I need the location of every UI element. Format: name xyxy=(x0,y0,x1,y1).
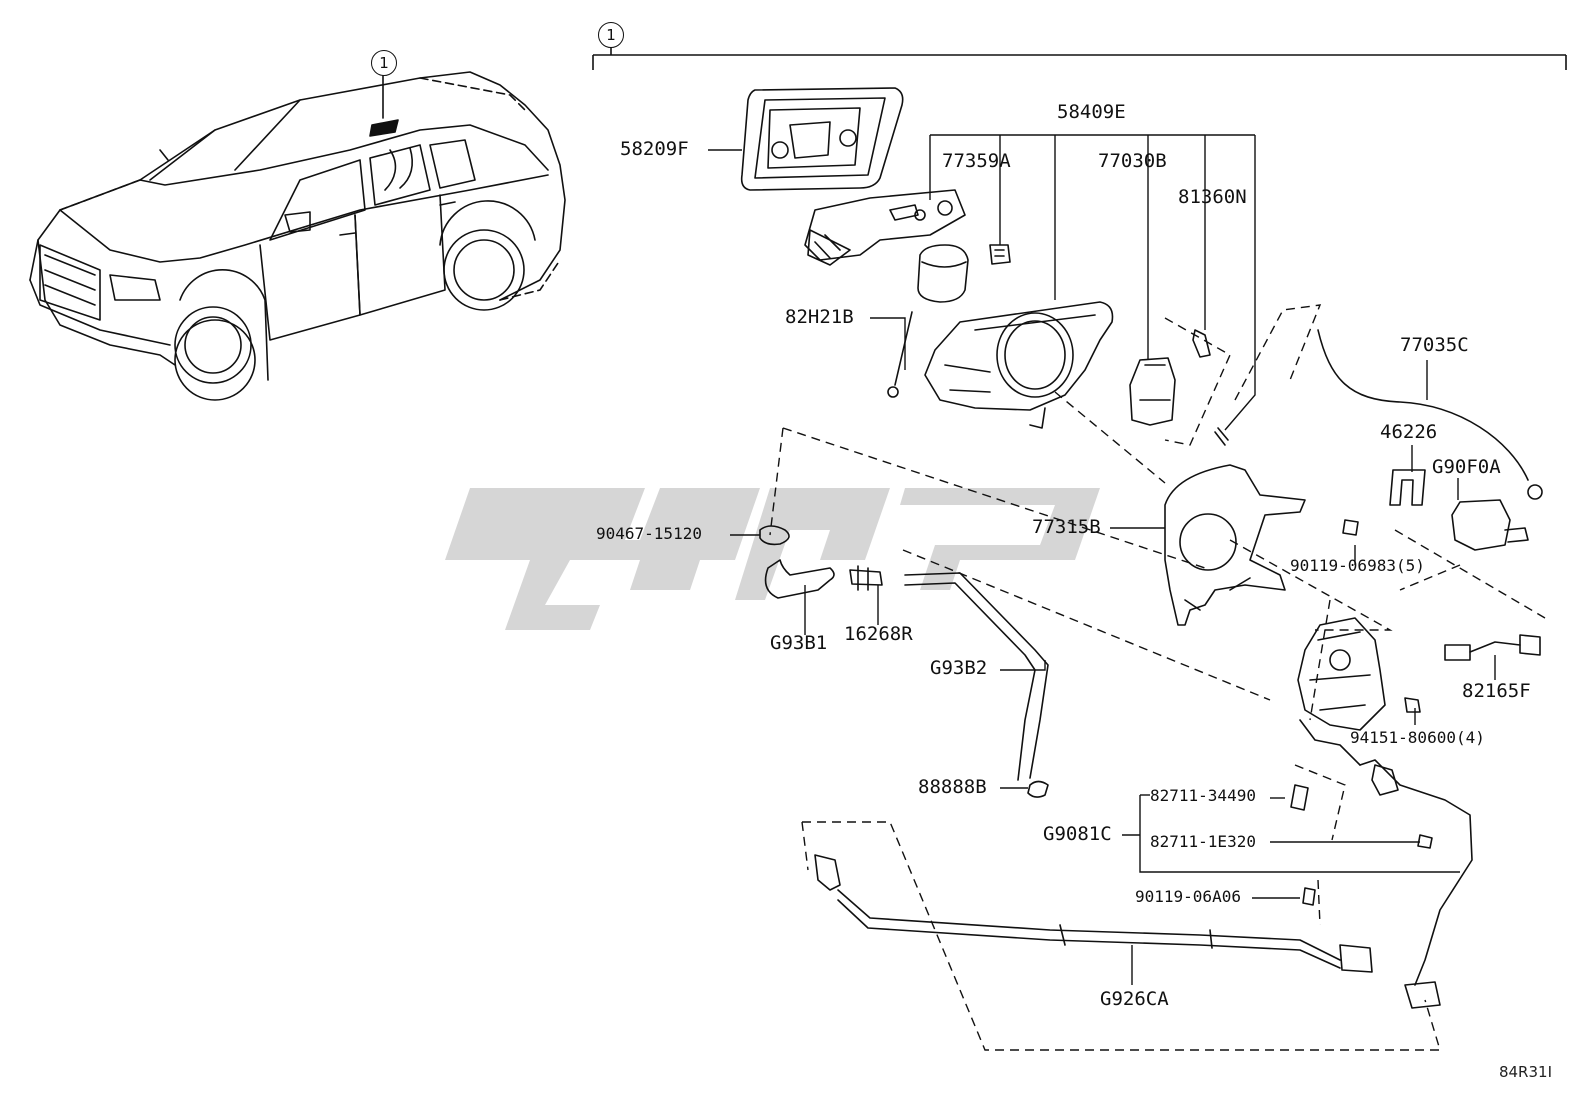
part-label-82711-1E320[interactable]: 82711-1E320 xyxy=(1150,832,1256,851)
diagram-code: 84R31I xyxy=(1498,1063,1552,1081)
part-label-81360N[interactable]: 81360N xyxy=(1178,186,1247,208)
part-label-G9081C[interactable]: G9081C xyxy=(1043,823,1112,845)
part-label-16268R[interactable]: 16268R xyxy=(844,623,913,645)
part-label-77315B[interactable]: 77315B xyxy=(1032,516,1101,538)
part-label-82711-34490[interactable]: 82711-34490 xyxy=(1150,786,1256,805)
part-label-G93B1[interactable]: G93B1 xyxy=(770,632,828,654)
callout-circle-vehicle: 1 xyxy=(371,50,397,76)
part-label-90119-06983[interactable]: 90119-06983(5) xyxy=(1290,556,1425,575)
part-label-90119-06A06[interactable]: 90119-06A06 xyxy=(1135,887,1241,906)
vehicle-illustration xyxy=(29,71,566,401)
part-drawings xyxy=(740,87,1543,1009)
part-label-77359A[interactable]: 77359A xyxy=(942,150,1011,172)
group-bracket xyxy=(592,44,1567,70)
part-label-58209F[interactable]: 58209F xyxy=(620,138,689,160)
part-label-82165F[interactable]: 82165F xyxy=(1462,680,1531,702)
part-label-58409E[interactable]: 58409E xyxy=(1057,101,1126,123)
part-label-G926CA[interactable]: G926CA xyxy=(1100,988,1169,1010)
part-label-77030B[interactable]: 77030B xyxy=(1098,150,1167,172)
part-label-90467-15120[interactable]: 90467-15120 xyxy=(596,524,702,543)
part-label-82H21B[interactable]: 82H21B xyxy=(785,306,854,328)
part-label-88888B[interactable]: 88888B xyxy=(918,776,987,798)
part-label-G90F0A[interactable]: G90F0A xyxy=(1432,456,1501,478)
part-label-94151-80600[interactable]: 94151-80600(4) xyxy=(1350,728,1485,747)
part-label-46226[interactable]: 46226 xyxy=(1380,421,1438,443)
dashed-guides xyxy=(769,304,1546,1051)
part-label-G93B2[interactable]: G93B2 xyxy=(930,657,988,679)
watermark-logo xyxy=(445,488,1100,630)
part-label-77035C[interactable]: 77035C xyxy=(1400,334,1469,356)
callout-circle-group: 1 xyxy=(598,22,624,48)
